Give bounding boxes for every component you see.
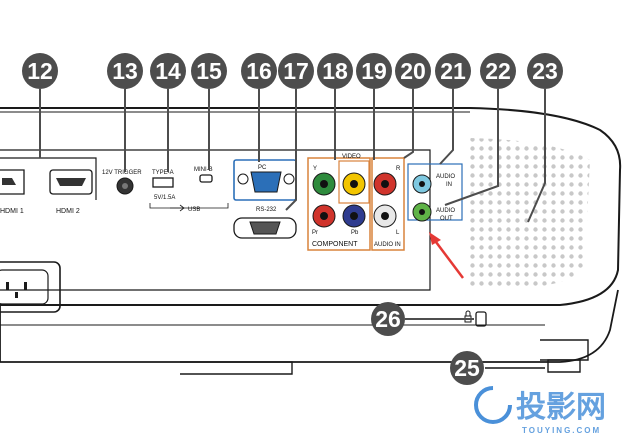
audio-io-group: AUDIO IN AUDIO OUT bbox=[407, 163, 463, 222]
callout-22-text: 22 bbox=[485, 58, 511, 84]
y-label: Y bbox=[313, 166, 317, 172]
callout-25-text: 25 bbox=[454, 355, 480, 381]
callout-13: 13 bbox=[107, 53, 143, 89]
callout-21-text: 21 bbox=[440, 58, 466, 84]
audio-in-small-label: AUDIO IN bbox=[374, 242, 401, 248]
callout-16: 16 bbox=[241, 53, 277, 89]
trigger-port: 12V TRIGGER bbox=[102, 170, 142, 195]
callout-20: 20 bbox=[395, 53, 431, 89]
usb-icon bbox=[170, 204, 185, 212]
callout-25: 25 bbox=[450, 351, 484, 385]
callout-15-text: 15 bbox=[196, 58, 222, 84]
callout-14: 14 bbox=[150, 53, 186, 89]
callout-19: 19 bbox=[356, 53, 392, 89]
callout-23: 23 bbox=[527, 53, 563, 89]
pb-label: Pb bbox=[351, 230, 359, 236]
callout-22: 22 bbox=[480, 53, 516, 89]
callout-16-text: 16 bbox=[246, 58, 272, 84]
pc-label: PC bbox=[258, 165, 267, 171]
callout-13-text: 13 bbox=[112, 58, 138, 84]
watermark: 投影网 TOUYING.COM bbox=[474, 386, 606, 435]
hdmi1-label: HDMI 1 bbox=[0, 208, 24, 215]
pc-port: PC bbox=[233, 159, 297, 201]
arrow-icon bbox=[429, 232, 464, 279]
callout-26: 26 bbox=[371, 302, 405, 336]
trigger-label: 12V TRIGGER bbox=[102, 170, 142, 176]
callout-26-text: 26 bbox=[375, 306, 401, 332]
lock-slot bbox=[464, 310, 487, 327]
callout-12-text: 12 bbox=[27, 58, 53, 84]
audio-in-label: AUDIO bbox=[436, 174, 455, 180]
watermark-logo-icon bbox=[474, 386, 512, 424]
callout-20-text: 20 bbox=[400, 58, 426, 84]
hdmi2-port bbox=[49, 169, 93, 195]
rs232-port: RS-232 bbox=[233, 207, 297, 239]
audio-in-label-2: IN bbox=[446, 182, 452, 188]
l-label: L bbox=[396, 230, 400, 236]
hdmi2-label: HDMI 2 bbox=[56, 208, 80, 215]
adjuster-foot bbox=[180, 339, 589, 375]
r-label: R bbox=[396, 166, 401, 172]
component-group: Y Pr Pb COMPONENT bbox=[307, 157, 371, 251]
usb-group: TYPE-A 5V/1.5A MINI-B USB bbox=[149, 167, 229, 213]
callout-18: 18 bbox=[317, 53, 353, 89]
callout-21: 21 bbox=[435, 53, 471, 89]
usb-label: USB bbox=[188, 207, 200, 213]
watermark-cn: 投影网 bbox=[516, 391, 606, 424]
leader-lines bbox=[39, 89, 546, 369]
callout-18-text: 18 bbox=[322, 58, 348, 84]
lock-icon bbox=[464, 310, 472, 323]
audio-out-label: AUDIO bbox=[436, 208, 455, 214]
speaker-grille bbox=[470, 138, 590, 288]
callout-14-text: 14 bbox=[155, 58, 181, 84]
callout-19-text: 19 bbox=[361, 58, 387, 84]
video-port: VIDEO bbox=[338, 154, 370, 204]
component-label: COMPONENT bbox=[312, 241, 358, 248]
audio-in-group: R L AUDIO IN bbox=[371, 157, 405, 251]
callout-17: 17 bbox=[278, 53, 314, 89]
hdmi-group: HDMI 1 HDMI 2 bbox=[0, 157, 97, 215]
video-label: VIDEO bbox=[342, 154, 361, 160]
type-a-rating-label: 5V/1.5A bbox=[154, 195, 175, 201]
callout-17-text: 17 bbox=[283, 58, 309, 84]
watermark-en: TOUYING.COM bbox=[522, 426, 601, 435]
type-a-label: TYPE-A bbox=[152, 170, 174, 176]
callout-15: 15 bbox=[191, 53, 227, 89]
callout-12: 12 bbox=[22, 53, 58, 89]
power-inlet bbox=[0, 261, 61, 313]
rs232-label: RS-232 bbox=[256, 207, 277, 213]
pr-label: Pr bbox=[312, 230, 318, 236]
callout-23-text: 23 bbox=[532, 58, 558, 84]
audio-out-label-2: OUT bbox=[440, 216, 453, 222]
mini-b-label: MINI-B bbox=[194, 167, 213, 173]
